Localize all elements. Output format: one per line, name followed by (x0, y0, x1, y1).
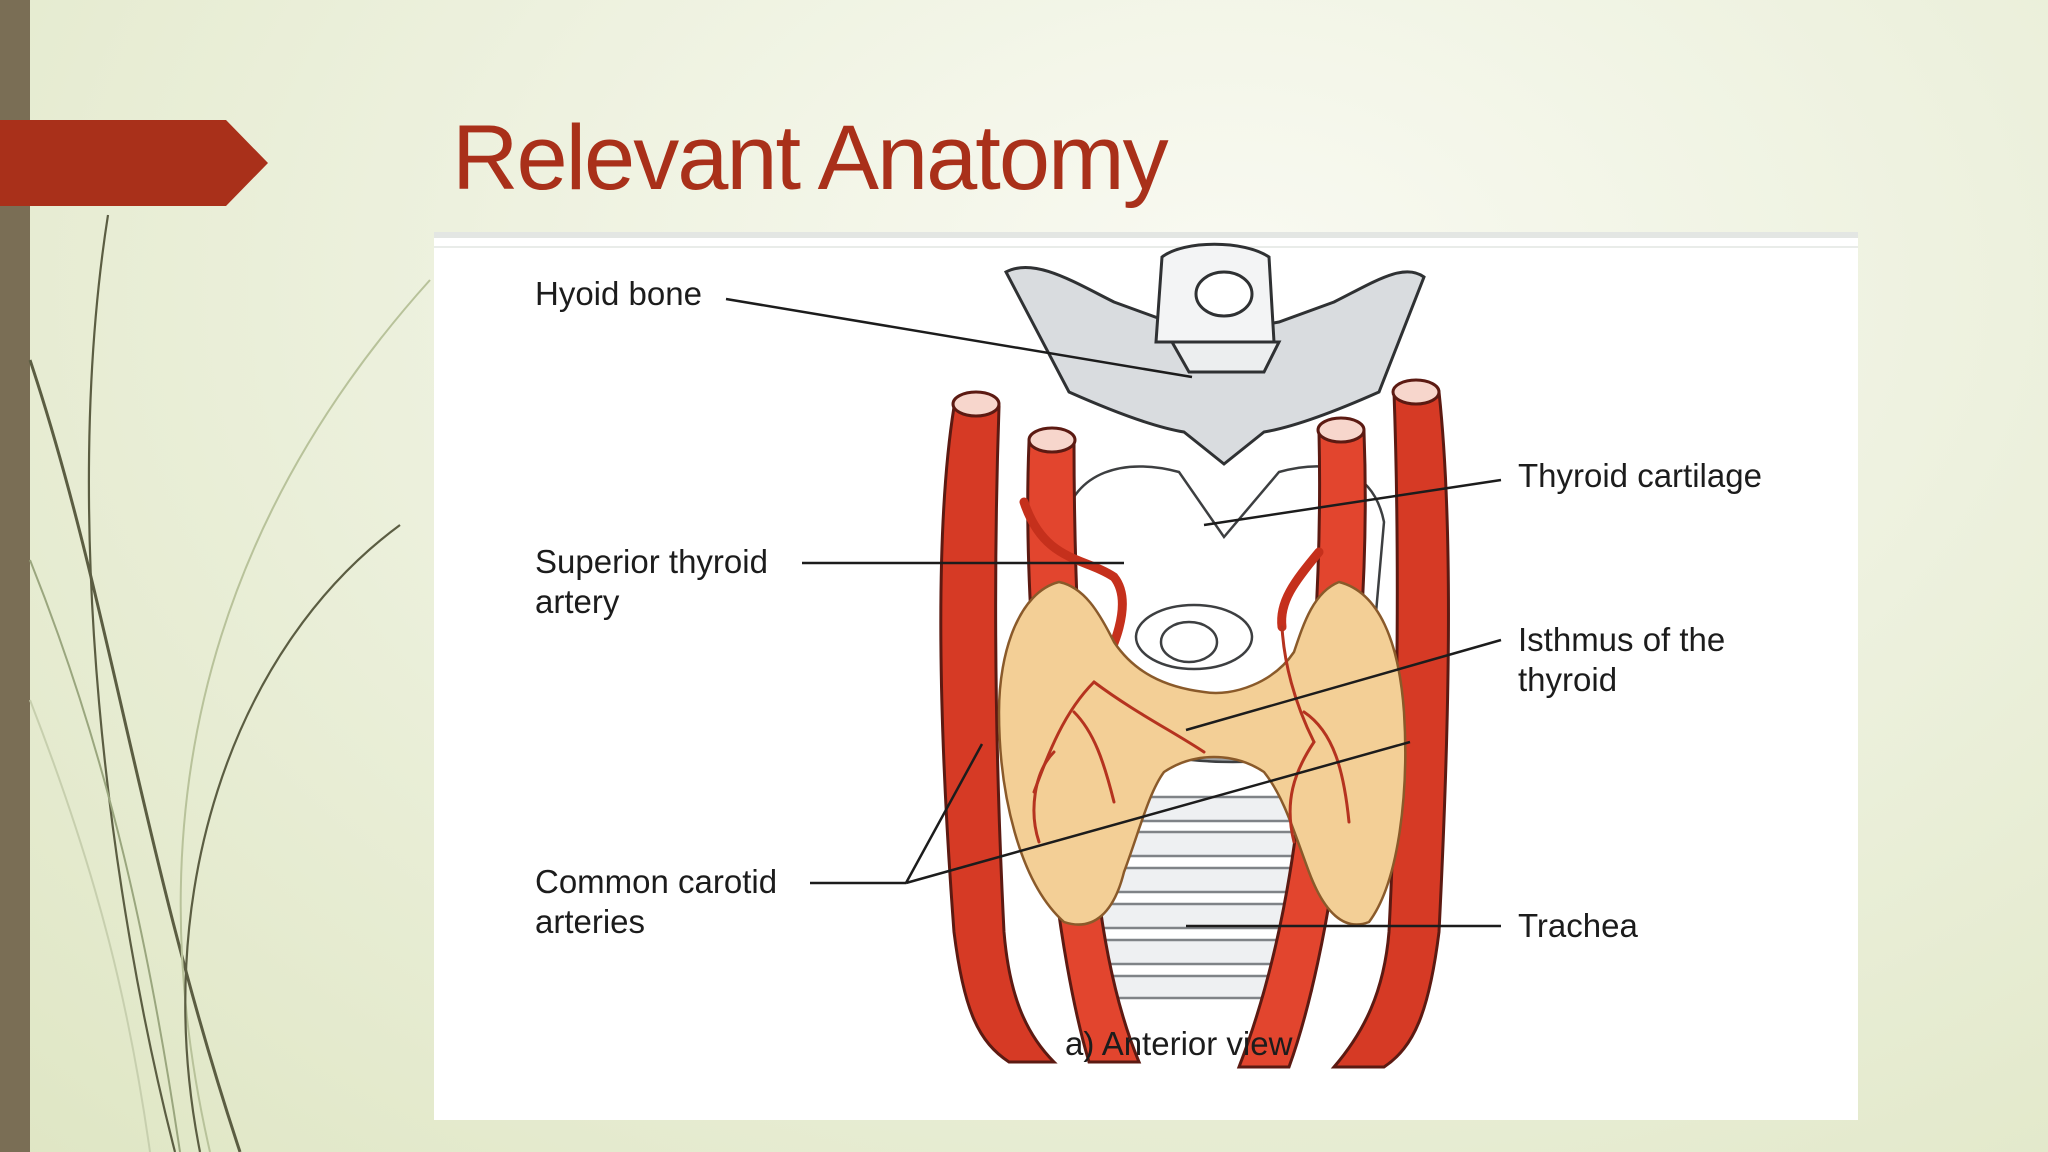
label-leader-lines (725, 297, 1502, 928)
slide-title: Relevant Anatomy (452, 107, 1169, 209)
label-isthmus-of-thyroid: Isthmus of the thyroid (1518, 621, 1726, 698)
trachea-rings (1092, 795, 1320, 1000)
anatomy-figure: Hyoid bone Thyroid cartilage Superior th… (434, 232, 1858, 1120)
hyoid-bone (1003, 242, 1426, 466)
title-accent-arrow (0, 120, 268, 206)
label-trachea: Trachea (1518, 907, 1638, 944)
label-common-carotid-arteries: Common carotid arteries (535, 863, 778, 940)
label-thyroid-cartilage: Thyroid cartilage (1518, 457, 1762, 494)
thyroid-gland (997, 580, 1407, 926)
label-superior-thyroid-artery: Superior thyroid artery (535, 543, 768, 620)
thyroid-vessels (1032, 625, 1351, 844)
figure-top-border (434, 232, 1858, 238)
thyroid-anatomy-illustration (725, 242, 1502, 1069)
figure-caption: a) Anterior view (1065, 1025, 1293, 1062)
figure-top-rule (434, 246, 1858, 248)
decorative-curves (28, 214, 431, 1152)
label-hyoid-bone: Hyoid bone (535, 275, 702, 312)
